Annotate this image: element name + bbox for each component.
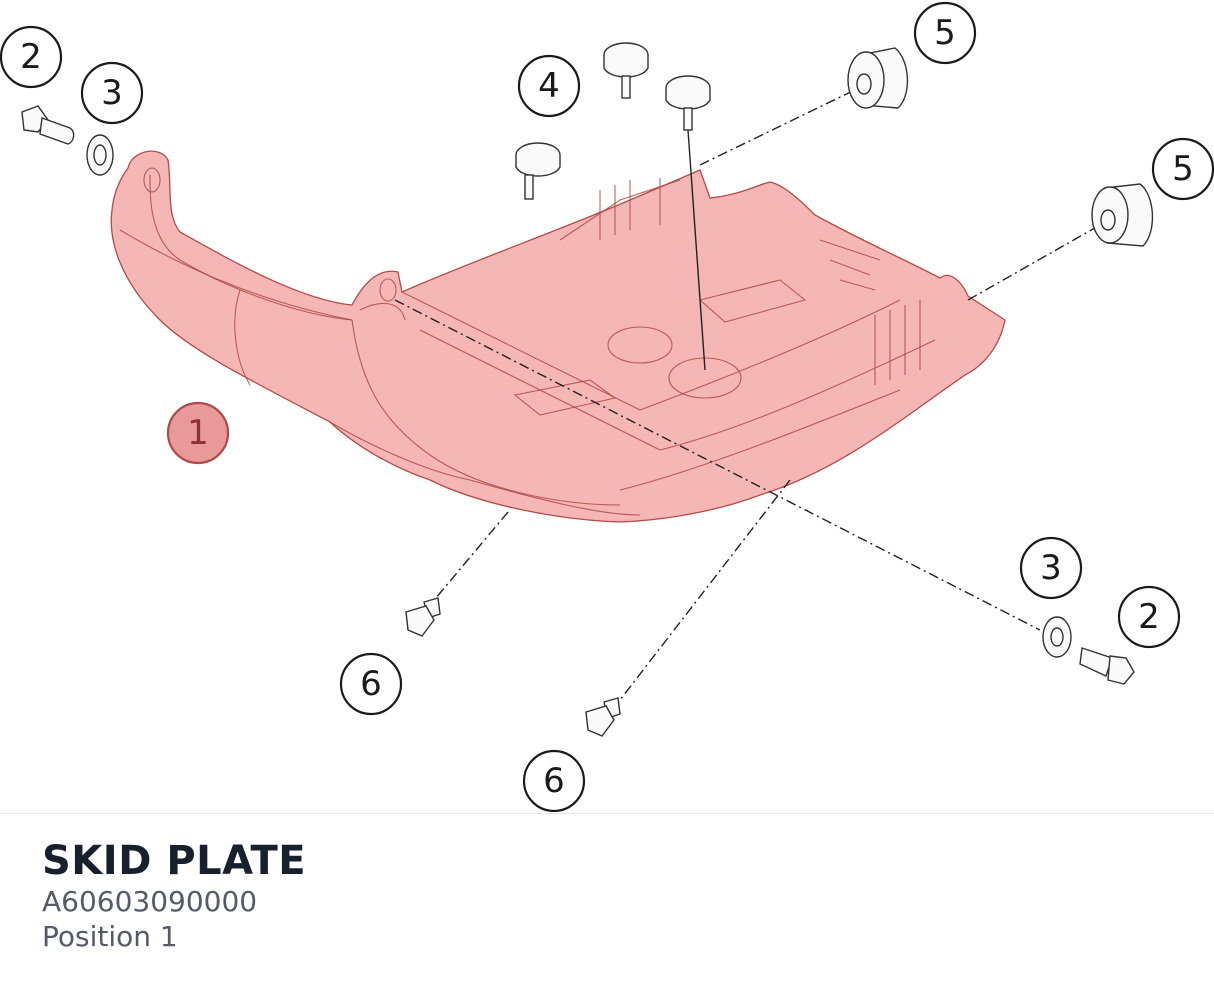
svg-text:1: 1	[187, 413, 209, 453]
part-title: SKID PLATE	[42, 838, 307, 884]
divider	[0, 813, 1214, 814]
rubber-mount-part-2[interactable]	[665, 75, 711, 131]
callout-3-right[interactable]: 3	[1019, 536, 1083, 600]
svg-text:3: 3	[1040, 548, 1062, 588]
rubber-mount-part-1[interactable]	[603, 42, 649, 99]
svg-text:5: 5	[934, 13, 956, 53]
skid-plate-part[interactable]	[110, 150, 1006, 523]
part-number: A60603090000	[42, 885, 258, 918]
callout-4[interactable]: 4	[517, 54, 581, 118]
bolt-part-top[interactable]	[21, 105, 75, 145]
callout-6-left[interactable]: 6	[339, 652, 403, 716]
callout-1-highlighted[interactable]: 1	[166, 401, 230, 465]
screw-part-bottom[interactable]	[585, 697, 621, 737]
callout-6-bottom[interactable]: 6	[522, 749, 586, 812]
washer-part-top[interactable]	[86, 134, 114, 176]
bolt-part-right[interactable]	[1079, 647, 1135, 685]
callout-2-top[interactable]: 2	[0, 25, 63, 89]
rubber-mount-part-3[interactable]	[515, 142, 561, 200]
svg-text:2: 2	[20, 37, 42, 77]
svg-text:2: 2	[1138, 597, 1160, 637]
svg-text:6: 6	[543, 761, 565, 801]
washer-part-right[interactable]	[1042, 616, 1072, 658]
svg-text:5: 5	[1172, 149, 1194, 189]
callout-5-right[interactable]: 5	[1151, 137, 1214, 201]
svg-text:3: 3	[101, 73, 123, 113]
spacer-part-top[interactable]	[847, 47, 909, 109]
part-position: Position 1	[42, 920, 178, 953]
callout-2-right[interactable]: 2	[1117, 585, 1181, 649]
callout-3-top[interactable]: 3	[80, 61, 144, 125]
exploded-parts-diagram: 2 3 4 5 5 1 3 2 6 6	[0, 1, 1214, 812]
part-info-panel: SKID PLATE A60603090000 Position 1	[42, 838, 306, 954]
screw-part-left[interactable]	[405, 597, 441, 637]
svg-text:6: 6	[360, 664, 382, 704]
svg-text:4: 4	[538, 66, 560, 106]
spacer-part-right[interactable]	[1091, 183, 1154, 247]
callout-5-top[interactable]: 5	[913, 1, 977, 65]
